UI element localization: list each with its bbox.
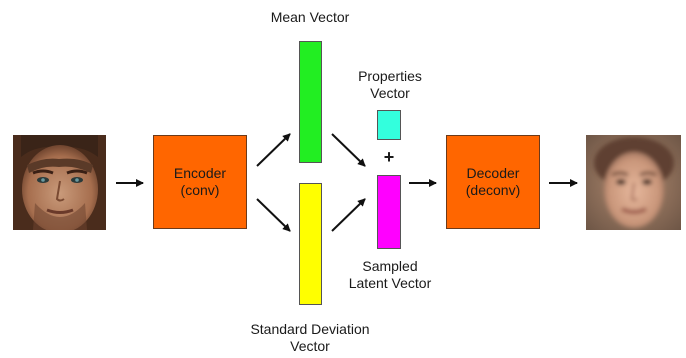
encoder-block: Encoder (conv) (153, 135, 247, 229)
input-face-image (13, 135, 106, 230)
decoder-label: Decoder (466, 165, 520, 181)
decoder-block: Decoder (deconv) (446, 135, 540, 229)
properties-vector-label: Properties (358, 68, 422, 84)
std-vector-label-line2: Vector (290, 338, 330, 354)
arrow-encoder-to-std (256, 198, 291, 232)
male-face-icon (13, 135, 106, 230)
reconstructed-face-icon (586, 135, 681, 230)
arrow-encoder-to-mean (256, 133, 291, 167)
arrow-std-to-latent (331, 198, 366, 232)
latent-vector-bar (377, 175, 401, 249)
properties-vector-label-line2: Vector (370, 85, 410, 101)
std-vector-bar (299, 183, 322, 305)
latent-vector-label: Sampled (362, 258, 418, 274)
mean-vector-bar (299, 41, 322, 163)
std-vector-label: Standard Deviation (250, 321, 370, 337)
latent-vector-label-line2: Latent Vector (348, 275, 432, 291)
mean-vector-label: Mean Vector (270, 9, 350, 25)
decoder-sublabel: (deconv) (465, 182, 521, 198)
plus-sign: + (383, 147, 395, 167)
output-face-image (586, 135, 681, 230)
arrow-mean-to-latent (331, 133, 366, 167)
encoder-label: Encoder (173, 165, 227, 181)
encoder-sublabel: (conv) (180, 182, 220, 198)
properties-vector-bar (377, 110, 401, 140)
